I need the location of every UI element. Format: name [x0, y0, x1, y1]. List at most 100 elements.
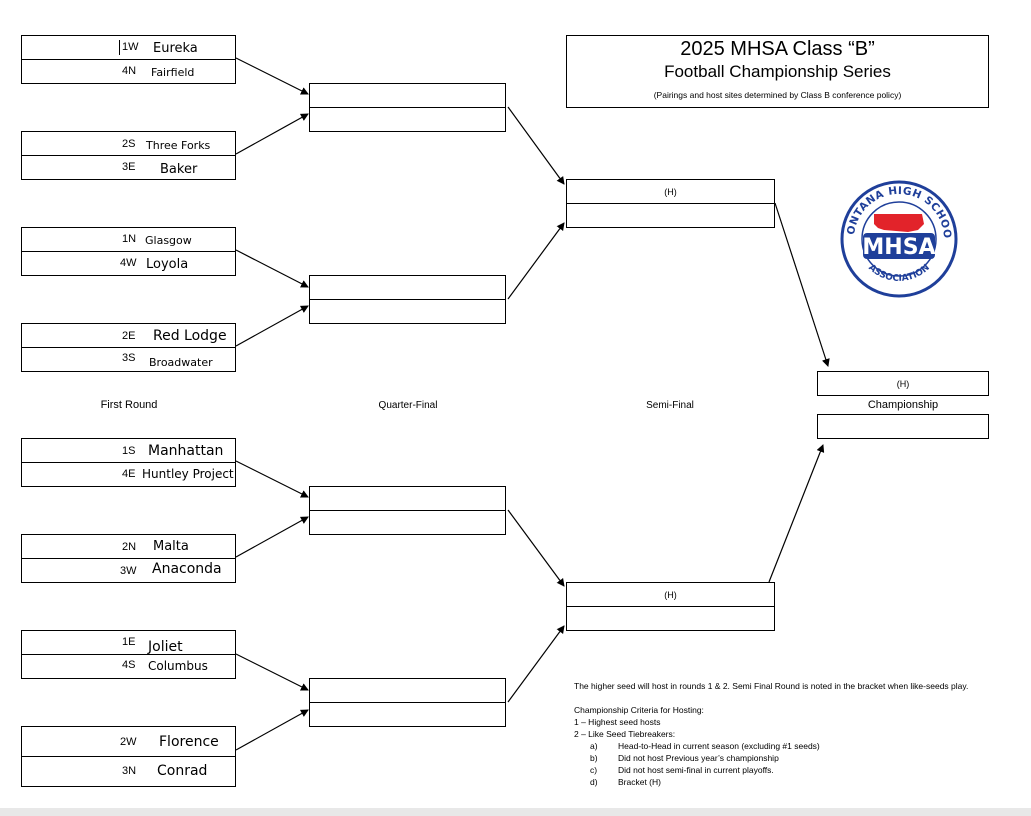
seed-label: 2E — [122, 330, 136, 342]
hosting-notes: The higher seed will host in rounds 1 & … — [574, 680, 968, 788]
connector-line — [235, 57, 309, 95]
matchup-box: 2W Florence 3N Conrad — [21, 726, 236, 787]
team-slot: 4E Huntley Project — [22, 463, 235, 487]
notes-line: The higher seed will host in rounds 1 & … — [574, 681, 969, 691]
team-name: Red Lodge — [153, 328, 227, 344]
connector-line — [507, 625, 565, 703]
team-slot — [310, 679, 505, 703]
team-name: Fairfield — [151, 66, 195, 79]
host-marker: (H) — [664, 187, 677, 197]
connector-line — [235, 653, 309, 691]
team-slot: 4W Loyola — [22, 252, 235, 276]
criteria-title: Championship Criteria for Hosting: — [574, 705, 704, 715]
championship-slot-bottom — [817, 414, 989, 439]
team-name: Conrad — [157, 763, 208, 779]
seed-label: 1S — [122, 445, 136, 457]
mhsa-logo: MONTANA HIGH SCHOOL ASSOCIATION MHSA — [838, 178, 958, 298]
seed-label: 2S — [122, 138, 136, 150]
matchup-box: 2S Three Forks 3E Baker — [21, 131, 236, 180]
team-slot: 2E Red Lodge — [22, 324, 235, 348]
host-marker: (H) — [664, 590, 677, 600]
team-slot: 3W Anaconda — [22, 559, 235, 583]
semi-final-box: (H) — [566, 582, 775, 631]
round-label-first: First Round — [100, 399, 158, 411]
connector-line — [235, 113, 309, 155]
team-name: Broadwater — [149, 356, 213, 369]
team-name: Loyola — [146, 257, 189, 272]
matchup-box: 1E Joliet 4S Columbus — [21, 630, 236, 679]
seed-label: 3S — [122, 352, 136, 364]
team-name: Joliet — [148, 639, 183, 655]
seed-label: 3W — [120, 565, 137, 577]
team-name: Florence — [159, 734, 219, 750]
matchup-box: 1W Eureka 4N Fairfield — [21, 35, 236, 84]
tiebreaker-item: b)Did not host Previous year’s champions… — [590, 753, 779, 763]
logo-center-text: MHSA — [862, 235, 935, 260]
team-slot: 3S Broadwater — [22, 348, 235, 372]
team-name: Glasgow — [145, 234, 192, 247]
team-name: Anaconda — [152, 561, 222, 577]
connector-line — [235, 709, 309, 751]
seed-label: 1W — [122, 41, 139, 53]
round-label-championship: Championship — [867, 399, 939, 411]
connector-line — [774, 202, 830, 367]
team-name: Columbus — [148, 659, 208, 673]
team-name: Baker — [160, 162, 198, 177]
matchup-box: 1N Glasgow 4W Loyola — [21, 227, 236, 276]
seed-label: 4S — [122, 659, 136, 671]
seed-label: 3E — [122, 161, 136, 173]
team-name: Manhattan — [148, 443, 224, 459]
team-slot: 1W Eureka — [22, 36, 235, 60]
connector-line — [235, 249, 309, 288]
semi-final-box: (H) — [566, 179, 775, 228]
matchup-box: 2E Red Lodge 3S Broadwater — [21, 323, 236, 372]
matchup-box: 2N Malta 3W Anaconda — [21, 534, 236, 583]
text-cursor — [119, 40, 120, 55]
quarter-final-box — [309, 275, 506, 324]
team-slot: 3E Baker — [22, 156, 235, 180]
team-name: Huntley Project — [142, 467, 234, 481]
seed-label: 4N — [122, 65, 137, 77]
seed-label: 1N — [122, 233, 137, 245]
page-footer-bar — [0, 808, 1031, 816]
tiebreaker-item: d)Bracket (H) — [590, 777, 661, 787]
championship-slot-top: (H) — [817, 371, 989, 396]
round-label-quarter: Quarter-Final — [378, 400, 438, 411]
team-name: Eureka — [153, 41, 198, 56]
criteria-item: 2 – Like Seed Tiebreakers: — [574, 729, 676, 739]
team-slot: 1N Glasgow — [22, 228, 235, 252]
seed-label: 4E — [122, 468, 136, 480]
matchup-box: 1S Manhattan 4E Huntley Project — [21, 438, 236, 487]
host-marker: (H) — [896, 379, 910, 389]
team-slot: 2S Three Forks — [22, 132, 235, 156]
title-box: 2025 MHSA Class “B” Football Championshi… — [566, 35, 989, 108]
tiebreaker-item: c)Did not host semi-final in current pla… — [590, 765, 774, 775]
team-slot: (H) — [567, 583, 774, 607]
team-name: Malta — [153, 539, 189, 554]
team-slot: 2W Florence — [22, 727, 235, 757]
team-slot: 4N Fairfield — [22, 60, 235, 84]
team-slot: (H) — [567, 180, 774, 204]
pairings-note: (Pairings and host sites determined by C… — [653, 90, 902, 100]
seed-label: 1E — [122, 636, 136, 648]
team-slot: 1S Manhattan — [22, 439, 235, 463]
tiebreaker-item: a)Head-to-Head in current season (exclud… — [590, 741, 820, 751]
team-slot: 2N Malta — [22, 535, 235, 559]
team-slot — [310, 84, 505, 108]
connector-line — [507, 509, 565, 587]
page-title: 2025 MHSA Class “B” — [680, 38, 875, 60]
round-label-semi: Semi-Final — [646, 400, 694, 411]
connector-line — [507, 222, 565, 300]
connector-line — [235, 516, 309, 558]
connector-line — [507, 106, 565, 185]
team-slot — [310, 276, 505, 300]
seed-label: 4W — [120, 257, 137, 269]
page-subtitle: Football Championship Series — [664, 62, 891, 81]
team-slot: 1E Joliet — [22, 631, 235, 655]
team-slot: 4S Columbus — [22, 655, 235, 679]
quarter-final-box — [309, 678, 506, 727]
seed-label: 3N — [122, 765, 137, 777]
connector-line — [768, 444, 825, 583]
team-name: Three Forks — [146, 139, 211, 152]
